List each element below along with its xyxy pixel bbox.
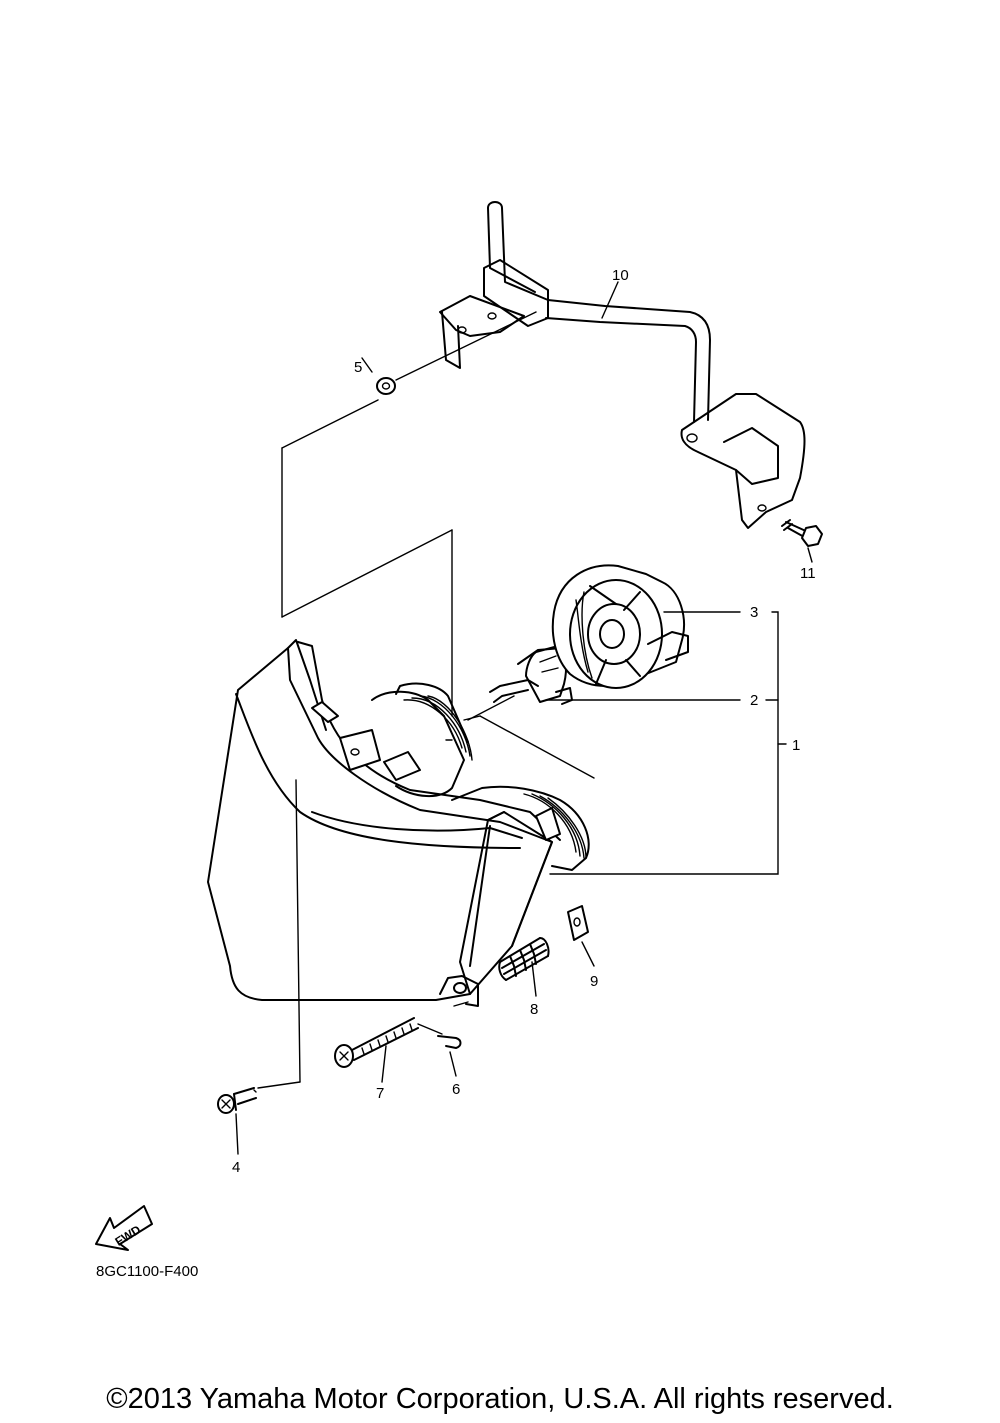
callout-3: 3 xyxy=(750,604,758,621)
callout-10: 10 xyxy=(612,267,629,284)
callout-labels: 1 2 3 4 5 6 7 8 9 10 11 xyxy=(232,267,816,1176)
lamp-cover-3 xyxy=(551,564,689,689)
headlight-housing xyxy=(207,639,595,1007)
callout-2: 2 xyxy=(750,692,758,709)
callout-9: 9 xyxy=(590,973,598,990)
callout-6: 6 xyxy=(452,1081,460,1098)
callout-11: 11 xyxy=(800,565,816,582)
headlight-stay xyxy=(439,201,806,529)
callout-5: 5 xyxy=(354,359,362,376)
bolt-4 xyxy=(217,1087,257,1114)
fwd-arrow-icon: FWD xyxy=(95,1205,153,1251)
bolt-11 xyxy=(781,519,823,547)
screw-7 xyxy=(334,1017,419,1068)
nut-9 xyxy=(567,905,589,941)
leader-5-stay xyxy=(395,311,537,381)
callout-8: 8 xyxy=(530,1001,538,1018)
assembly-guide-lines xyxy=(253,399,453,1093)
collar-5 xyxy=(376,377,396,395)
leader-lines xyxy=(235,281,813,1155)
spring-8 xyxy=(498,937,550,981)
clip-6 xyxy=(437,1035,462,1049)
diagram-code: 8GC1100-F400 xyxy=(96,1263,198,1280)
callout-1: 1 xyxy=(792,737,800,754)
copyright-notice: ©2013 Yamaha Motor Corporation, U.S.A. A… xyxy=(106,1383,894,1415)
callout-7: 7 xyxy=(376,1085,384,1102)
callout-4: 4 xyxy=(232,1159,240,1176)
